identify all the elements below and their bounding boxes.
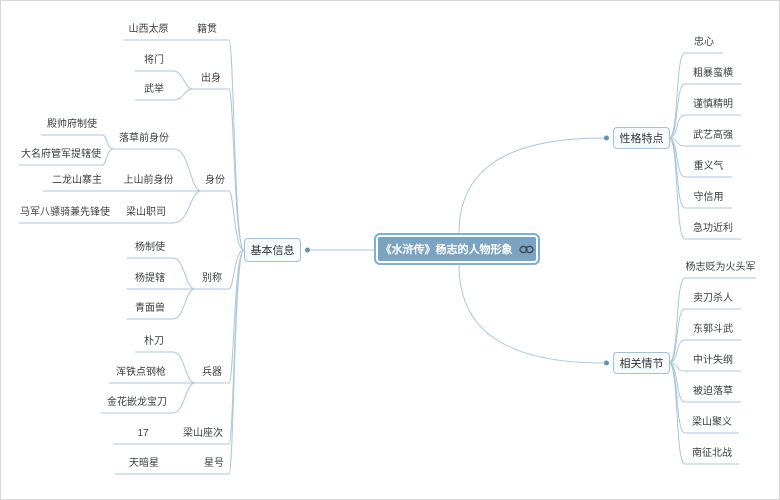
- sub-branch-liangshan-duty[interactable]: 梁山职司: [126, 207, 166, 218]
- node-personality-traits[interactable]: 性格特点: [613, 127, 670, 149]
- branch-origin[interactable]: 出身: [201, 73, 221, 84]
- leaf-cavalry-vanguard[interactable]: 马军八骠骑兼先锋使: [20, 207, 110, 218]
- plot-dongguo-contest[interactable]: 东郭斗武: [693, 324, 733, 335]
- leaf-pudao[interactable]: 朴刀: [144, 336, 164, 347]
- trait-quick-success[interactable]: 急功近利: [693, 223, 733, 234]
- plot-forced-outlaw[interactable]: 被迫落草: [693, 386, 733, 397]
- leaf-dark-star[interactable]: 天暗星: [129, 458, 159, 469]
- branch-native-place[interactable]: 籍贯: [197, 24, 217, 35]
- leaf-yang-tixia[interactable]: 杨提辖: [135, 273, 165, 284]
- leaf-military-family[interactable]: 将门: [144, 55, 164, 66]
- leaf-rank-17[interactable]: 17: [137, 428, 149, 439]
- trait-martial-skill[interactable]: 武艺高强: [693, 130, 733, 141]
- branch-alias[interactable]: 别称: [202, 273, 222, 284]
- trait-trustworthy[interactable]: 守信用: [693, 192, 724, 203]
- leaf-erlongshan-chief[interactable]: 二龙山寨主: [52, 175, 102, 186]
- leaf-damingfu-tixia[interactable]: 大名府管军提辖使: [21, 149, 101, 160]
- leaf-dragon-sabre[interactable]: 金花嵌龙宝刀: [107, 397, 167, 408]
- trait-righteous[interactable]: 重义气: [693, 161, 724, 172]
- sub-branch-pre-liangshan-identity[interactable]: 上山前身份: [123, 175, 174, 186]
- trait-prudent-shrewd[interactable]: 谨慎精明: [693, 99, 733, 110]
- node-basic-info[interactable]: 基本信息: [244, 238, 301, 262]
- branch-liangshan-rank[interactable]: 梁山座次: [183, 428, 223, 439]
- leaf-steel-spear[interactable]: 浑铁点钢枪: [116, 367, 166, 378]
- branch-identity[interactable]: 身份: [205, 175, 225, 186]
- plot-demoted-cook[interactable]: 杨志贬为火头军: [685, 262, 756, 273]
- branch-star-name[interactable]: 星号: [204, 458, 224, 469]
- plot-liangshan-gathering[interactable]: 梁山聚义: [692, 417, 732, 428]
- trait-rude-overbearing[interactable]: 粗暴蛮横: [693, 68, 733, 79]
- sub-branch-pre-outlaw-identity[interactable]: 落草前身份: [119, 133, 169, 144]
- central-topic-label: 《水浒传》杨志的人物形象: [380, 244, 513, 256]
- link-icon[interactable]: [518, 245, 534, 254]
- plot-campaigns[interactable]: 南征北战: [692, 448, 732, 459]
- node-related-plots[interactable]: 相关情节: [613, 352, 670, 374]
- plot-sword-murder[interactable]: 卖刀杀人: [693, 293, 733, 304]
- leaf-blue-faced-beast[interactable]: 青面兽: [135, 303, 165, 314]
- leaf-dianshuaifu-envoy[interactable]: 殿帅府制使: [47, 119, 97, 130]
- central-topic[interactable]: 《水浒传》杨志的人物形象: [374, 233, 540, 265]
- branch-dots: [305, 135, 609, 366]
- trait-loyalty[interactable]: 忠心: [694, 37, 714, 48]
- leaf-military-exam[interactable]: 武举: [144, 84, 164, 95]
- plot-tricked-lost-convoy[interactable]: 中计失纲: [693, 355, 733, 366]
- leaf-shanxi-taiyuan[interactable]: 山西太原: [128, 24, 169, 35]
- branch-weapons[interactable]: 兵器: [202, 367, 222, 378]
- leaf-yang-zhishi[interactable]: 杨制使: [135, 242, 165, 253]
- connector-lines: [19, 39, 756, 475]
